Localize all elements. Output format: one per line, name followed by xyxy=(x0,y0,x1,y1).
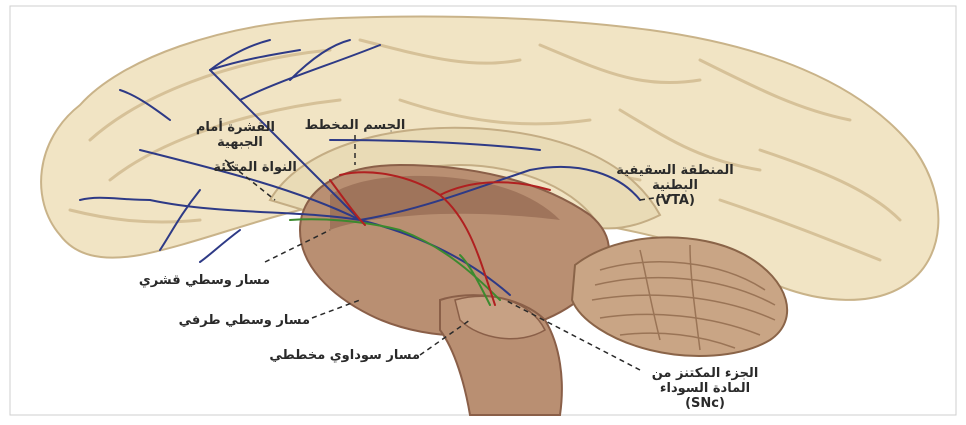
label-mesolimbic-pathway: مسار وسطي طرفي xyxy=(140,313,310,328)
label-vta-line3: (VTA) xyxy=(590,193,760,208)
label-vta-line1: المنطقة السقيفية xyxy=(590,163,760,178)
label-prefrontal-cortex: القشرة أمام الجبهية xyxy=(205,120,275,150)
label-snc: الجزء المكتنز من المادة السوداء (SNc) xyxy=(640,366,770,411)
label-vta-line2: البطنية xyxy=(590,178,760,193)
label-snc-line2: المادة السوداء xyxy=(640,381,770,396)
label-mesocortical-pathway: مسار وسطي قشري xyxy=(80,273,270,288)
label-snc-line1: الجزء المكتنز من xyxy=(640,366,770,381)
label-vta: المنطقة السقيفية البطنية (VTA) xyxy=(590,163,760,208)
label-snc-line3: (SNc) xyxy=(640,396,770,411)
label-prefrontal-cortex-line1: القشرة أمام xyxy=(205,120,275,135)
label-nigrostriatal-pathway: مسار سوداوي مخططي xyxy=(210,348,420,363)
label-nucleus-accumbens: النواة المتكئة xyxy=(205,160,305,175)
label-prefrontal-cortex-line2: الجبهية xyxy=(205,135,275,150)
label-striatum: الجسم المخطط xyxy=(295,118,415,133)
